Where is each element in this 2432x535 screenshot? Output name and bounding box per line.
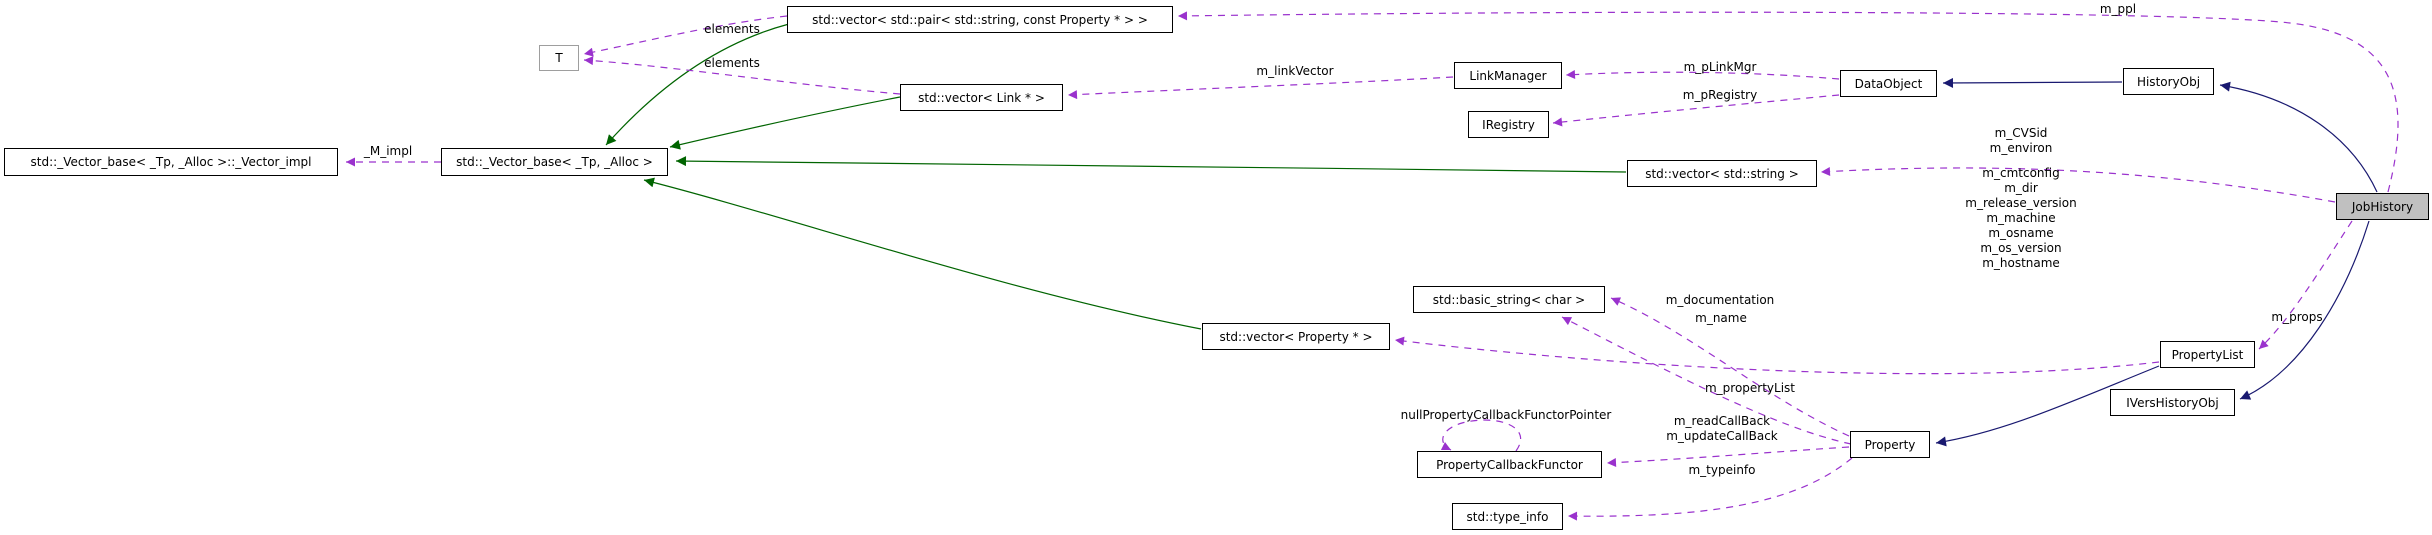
edge-usage-jobhistory-propertylist xyxy=(2258,220,2353,350)
edge-label-m-plinkmgr: m_pLinkMgr xyxy=(1683,60,1757,74)
edge-label-elements-top: elements xyxy=(704,22,760,36)
edge-template-vecpair-vectorbase xyxy=(605,23,790,146)
node-dataobject[interactable]: DataObject xyxy=(1840,70,1937,97)
node-vector-pair[interactable]: std::vector< std::pair< std::string, con… xyxy=(787,6,1173,33)
edge-usage-vecpair-t xyxy=(583,15,788,57)
edge-usage-jobhistory-vecstring xyxy=(1820,167,2336,203)
node-typeinfo[interactable]: std::type_info xyxy=(1452,503,1563,530)
edge-label-m-linkvector: m_linkVector xyxy=(1256,64,1334,78)
node-vector-link[interactable]: std::vector< Link * > xyxy=(900,84,1063,111)
node-basic-string[interactable]: std::basic_string< char > xyxy=(1413,286,1605,313)
edge-usage-dataobject-iregistry xyxy=(1552,94,1840,127)
edge-usage-propertylist-vecproperty xyxy=(1394,336,2160,375)
edge-label-jobhistory-members-top: m_CVSid m_environ xyxy=(1989,126,2053,155)
edge-usage-veclink-t xyxy=(583,56,901,95)
node-jobhistory: JobHistory xyxy=(2336,193,2429,220)
edge-label-m-impl: _M_impl xyxy=(363,144,413,158)
node-vector-string[interactable]: std::vector< std::string > xyxy=(1627,160,1817,187)
edge-label-null-functor-pointer: nullPropertyCallbackFunctorPointer xyxy=(1400,408,1612,422)
edge-label-jobhistory-members-bottom: m_cmtconfig m_dir m_release_version m_ma… xyxy=(1965,166,2077,270)
node-property[interactable]: Property xyxy=(1850,431,1930,458)
edge-label-m-typeinfo: m_typeinfo xyxy=(1688,463,1756,477)
edge-usage-linkmanager-veclink xyxy=(1067,76,1454,100)
edge-inherit-propertylist-property xyxy=(1935,365,2160,447)
edge-usage-property-typeinfo xyxy=(1567,457,1853,521)
edge-inherit-jobhistory-historyobj xyxy=(2219,81,2378,193)
edge-label-m-ppl: m_ppl xyxy=(2099,2,2137,16)
edge-label-callbacks: m_readCallBack m_updateCallBack xyxy=(1666,414,1778,443)
edge-template-veclink-vectorbase xyxy=(669,96,901,150)
edge-usage-property-callbackfunctor xyxy=(1606,446,1850,468)
node-vector-base[interactable]: std::_Vector_base< _Tp, _Alloc > xyxy=(441,148,668,176)
edge-label-m-pregistry: m_pRegistry xyxy=(1682,88,1758,102)
edge-usage-jobhistory-vecpair xyxy=(1177,11,2399,193)
edge-template-vecproperty-vectorbase xyxy=(643,177,1202,330)
node-ivershistoryobj[interactable]: IVersHistoryObj xyxy=(2110,389,2235,416)
edge-inherit-historyobj-dataobject xyxy=(1942,77,2123,88)
node-propertylist[interactable]: PropertyList xyxy=(2160,341,2255,368)
node-t: T xyxy=(539,45,579,71)
node-iregistry[interactable]: IRegistry xyxy=(1468,111,1549,138)
node-vector-impl[interactable]: std::_Vector_base< _Tp, _Alloc >::_Vecto… xyxy=(4,148,338,176)
edge-usage-property-basicstring-name xyxy=(1561,316,1852,445)
edge-label-m-propertylist: m_propertyList xyxy=(1704,381,1796,395)
edge-label-elements-bottom: elements xyxy=(704,56,760,70)
edge-label-m-documentation: m_documentation xyxy=(1665,293,1775,307)
edge-template-vecstring-vectorbase xyxy=(675,156,1627,173)
edge-inherit-jobhistory-ivershistoryobj xyxy=(2239,220,2370,400)
node-propertycallbackfunctor[interactable]: PropertyCallbackFunctor xyxy=(1417,451,1602,478)
edge-label-m-props: m_props xyxy=(2271,310,2323,324)
node-vector-property[interactable]: std::vector< Property * > xyxy=(1202,323,1390,350)
edge-label-m-name: m_name xyxy=(1695,311,1747,325)
node-linkmanager[interactable]: LinkManager xyxy=(1454,62,1562,89)
edge-usage-dataobject-linkmanager xyxy=(1565,70,1840,80)
edge-usage-callbackfunctor-self xyxy=(1440,419,1522,452)
node-historyobj[interactable]: HistoryObj xyxy=(2123,68,2214,95)
